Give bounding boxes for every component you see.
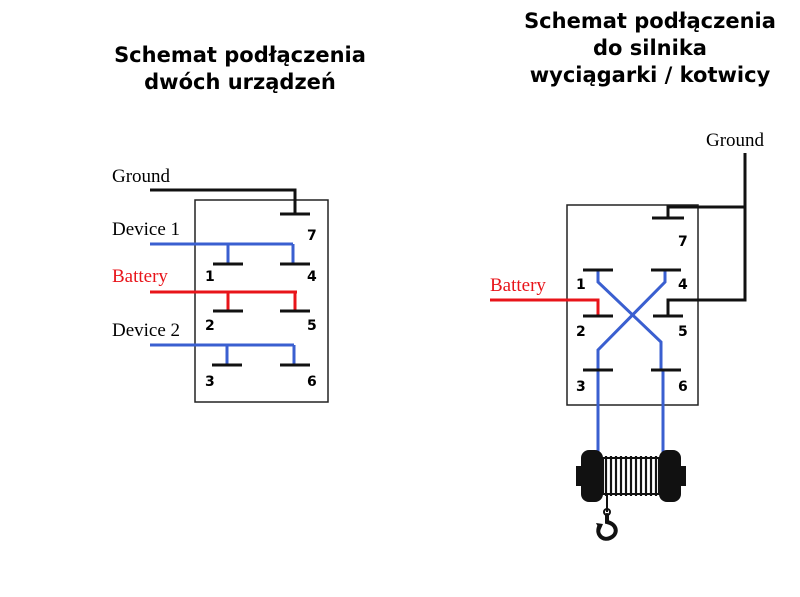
left-diagram: 7 1 4 2 5 3 6 Ground Device 1 Battery De…	[112, 166, 329, 403]
left-device2-wire	[150, 343, 296, 365]
left-terminal-1-number: 1	[205, 269, 215, 285]
right-title-line-1: Schemat podłączenia	[524, 9, 776, 33]
left-ground-label: Ground	[112, 166, 171, 187]
right-battery-wire	[490, 298, 600, 316]
left-terminal-7-number: 7	[307, 228, 317, 244]
right-terminal-7-number: 7	[678, 234, 688, 250]
left-terminal-3-number: 3	[205, 374, 215, 390]
left-device2-label: Device 2	[112, 320, 180, 341]
left-terminal-2-number: 2	[205, 318, 215, 334]
right-crossed-wires	[596, 270, 667, 452]
right-switch-body	[566, 204, 699, 406]
right-title-line-2: do silnika	[593, 36, 707, 60]
right-diagram-title: Schemat podłączenia do silnika wyciągark…	[500, 8, 800, 89]
left-terminal-5-number: 5	[307, 318, 317, 334]
left-switch-body	[194, 199, 329, 403]
left-battery-wire	[150, 290, 297, 311]
right-terminal-5-number: 5	[678, 324, 688, 340]
left-ground-wire	[150, 188, 297, 214]
right-terminal-6-number: 6	[678, 379, 688, 395]
left-terminal-4-number: 4	[307, 269, 317, 285]
right-terminal-3-number: 3	[576, 379, 586, 395]
left-device1-wire	[150, 242, 295, 264]
right-diagram: 7 1 4 2 5 3 6 Ground Battery	[490, 130, 765, 541]
right-terminal-2-number: 2	[576, 324, 586, 340]
left-terminal-6-number: 6	[307, 374, 317, 390]
right-title-line-3: wyciągarki / kotwicy	[529, 63, 771, 87]
winch-drum-icon	[576, 450, 686, 502]
left-title-line-2: dwóch urządzeń	[144, 70, 336, 94]
left-battery-label: Battery	[112, 266, 168, 287]
right-ground-wire	[666, 153, 747, 316]
right-ground-label: Ground	[706, 130, 765, 151]
left-device1-label: Device 1	[112, 219, 180, 240]
right-terminal-1-number: 1	[576, 277, 586, 293]
left-diagram-title: Schemat podłączenia dwóch urządzeń	[80, 42, 400, 96]
left-title-line-1: Schemat podłączenia	[114, 43, 366, 67]
right-battery-label: Battery	[490, 275, 546, 296]
right-ground-bridge-wire	[666, 205, 745, 218]
hook-icon	[596, 494, 618, 541]
right-terminal-4-number: 4	[678, 277, 688, 293]
